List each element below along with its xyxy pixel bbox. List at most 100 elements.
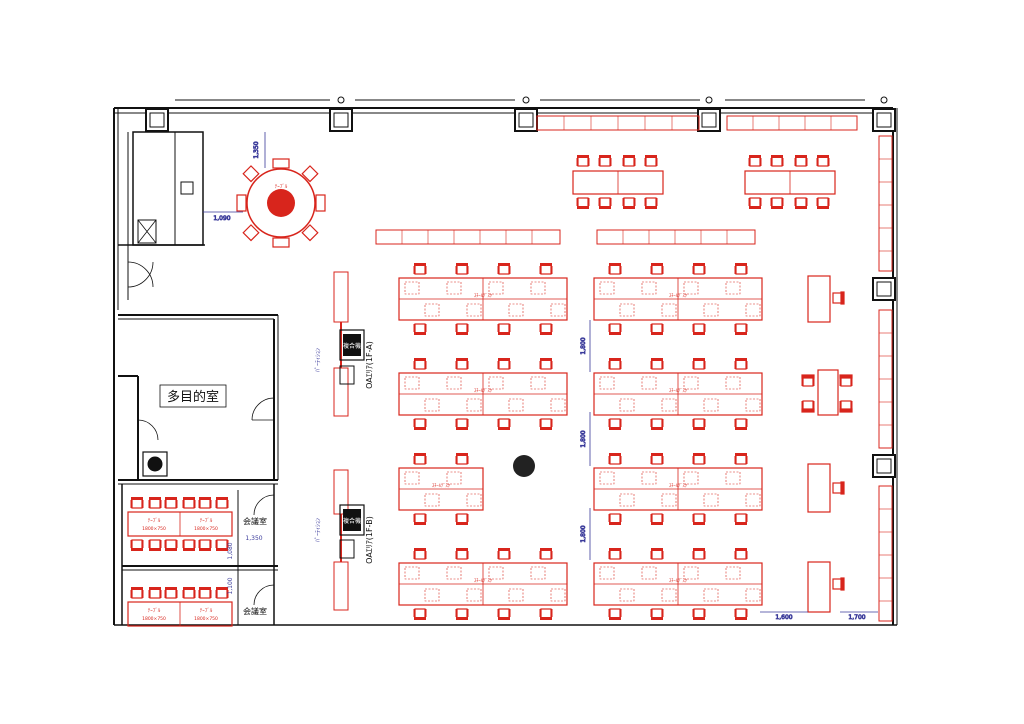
meeting-table-top-right [744, 154, 836, 210]
chair [650, 357, 664, 370]
partition-label-a: ﾊﾟｰﾃｨｼｮﾝ [315, 348, 322, 372]
dim-1700: 1,700 [848, 614, 865, 621]
chair [692, 608, 706, 621]
chair [413, 513, 427, 526]
chair [539, 262, 553, 275]
chair [413, 452, 427, 465]
chair [608, 323, 622, 336]
walls [113, 99, 898, 626]
workstation-islands: ｽﾁｰﾙﾃﾞｽｸ ｽﾁｰﾙﾃﾞｽｸ ｽﾁｰﾙﾃﾞｽｸ ｽﾁｰﾙﾃﾞｽｸ ｽﾁｰﾙﾃﾞｽｸ… [398, 262, 763, 621]
mr1-table-b: ﾃｰﾌﾞﾙ [200, 517, 213, 524]
chair [650, 323, 664, 336]
dimension-lines-center: 1,800 1,800 1,800 1,600 1,700 [580, 320, 878, 621]
copier-label-a: 複合機 [343, 342, 361, 350]
chair [734, 513, 748, 526]
wall-shelving-right [878, 135, 893, 622]
mr1-size-b: 1800×750 [194, 526, 218, 532]
meeting-table-top-left [572, 154, 664, 210]
chair [608, 357, 622, 370]
chair [692, 513, 706, 526]
multipurpose-room-label: 多目的室 [167, 389, 219, 405]
wall-fixtures [337, 96, 888, 104]
dimension-lines-top: 1,350 1,090 [203, 132, 266, 222]
dim-1600: 1,600 [775, 614, 792, 621]
chair [455, 357, 469, 370]
dim-1350-b: 1,350 [245, 535, 262, 542]
chair [650, 547, 664, 560]
chair [539, 323, 553, 336]
chair [734, 547, 748, 560]
meeting-room-lower: ﾃｰﾌﾞﾙ 1800×750 ﾃｰﾌﾞﾙ 1800×750 会議室 1,100 [127, 577, 267, 627]
chair [692, 262, 706, 275]
chair [734, 323, 748, 336]
multipurpose-room: 多目的室 [159, 384, 227, 408]
island-a1: ｽﾁｰﾙﾃﾞｽｸ [398, 262, 568, 336]
desk-label: ｽﾁｰﾙﾃﾞｽｸ [474, 577, 492, 584]
mr1-size-a: 1800×750 [142, 526, 166, 532]
chair [692, 418, 706, 431]
round-table: ﾃｰﾌﾞﾙ [236, 158, 326, 248]
oa-area-a-label: OAｴﾘｱ(1F-A) [365, 341, 374, 389]
dim-1090: 1,090 [213, 215, 230, 222]
desk-label: ｽﾁｰﾙﾃﾞｽｸ [432, 482, 450, 489]
chair [539, 418, 553, 431]
chair [650, 418, 664, 431]
chair [413, 608, 427, 621]
chair [650, 452, 664, 465]
chair [692, 452, 706, 465]
chair [608, 513, 622, 526]
chair [734, 608, 748, 621]
dim-1800-a: 1,800 [580, 337, 587, 354]
chair [413, 418, 427, 431]
chair [497, 608, 511, 621]
chair [413, 547, 427, 560]
dim-1800-b: 1,800 [580, 430, 587, 447]
side-desks-right [801, 275, 853, 613]
oa-area-a-partition: 複合機 ﾊﾟｰﾃｨｼｮﾝ OAｴﾘｱ(1F-A) [315, 271, 374, 417]
mr2-size-a: 1800×750 [142, 616, 166, 622]
chair [692, 547, 706, 560]
dim-1100: 1,100 [227, 577, 234, 594]
mr2-size-b: 1800×750 [194, 616, 218, 622]
chair [497, 357, 511, 370]
meeting-room-label-upper: 会議室 [243, 516, 267, 526]
chair [608, 452, 622, 465]
copier-label-b: 複合機 [343, 517, 361, 525]
chair [497, 323, 511, 336]
chair [455, 418, 469, 431]
chair [734, 262, 748, 275]
chair [692, 357, 706, 370]
chair [734, 418, 748, 431]
chair [734, 452, 748, 465]
dim-1800-c: 1,800 [580, 525, 587, 542]
chair [497, 547, 511, 560]
chair [455, 452, 469, 465]
round-column [513, 455, 535, 477]
meeting-room-label-lower: 会議室 [243, 606, 267, 616]
island-b3: ｽﾁｰﾙﾃﾞｽｸ [593, 452, 763, 526]
desk-label: ｽﾁｰﾙﾃﾞｽｸ [474, 387, 492, 394]
chair [413, 357, 427, 370]
island-a2: ｽﾁｰﾙﾃﾞｽｸ [398, 357, 568, 431]
partition-label-b: ﾊﾟｰﾃｨｼｮﾝ [315, 518, 322, 542]
shelving-row-right [596, 229, 756, 245]
desk-label: ｽﾁｰﾙﾃﾞｽｸ [669, 387, 687, 394]
chair [608, 608, 622, 621]
desk-label: ｽﾁｰﾙﾃﾞｽｸ [669, 482, 687, 489]
dim-1080: 1,080 [227, 542, 234, 559]
desk-label: ｽﾁｰﾙﾃﾞｽｸ [669, 577, 687, 584]
chair [413, 323, 427, 336]
island-b2: ｽﾁｰﾙﾃﾞｽｸ [593, 357, 763, 431]
chair [455, 323, 469, 336]
chair [608, 262, 622, 275]
mr2-table-b: ﾃｰﾌﾞﾙ [200, 607, 213, 614]
chair [455, 608, 469, 621]
mr1-table-a: ﾃｰﾌﾞﾙ [148, 517, 161, 524]
chair [455, 262, 469, 275]
chair [413, 262, 427, 275]
chair [734, 357, 748, 370]
wall-shelving-top [536, 115, 858, 131]
chair [650, 262, 664, 275]
island-b4: ｽﾁｰﾙﾃﾞｽｸ [593, 547, 763, 621]
chair [650, 513, 664, 526]
